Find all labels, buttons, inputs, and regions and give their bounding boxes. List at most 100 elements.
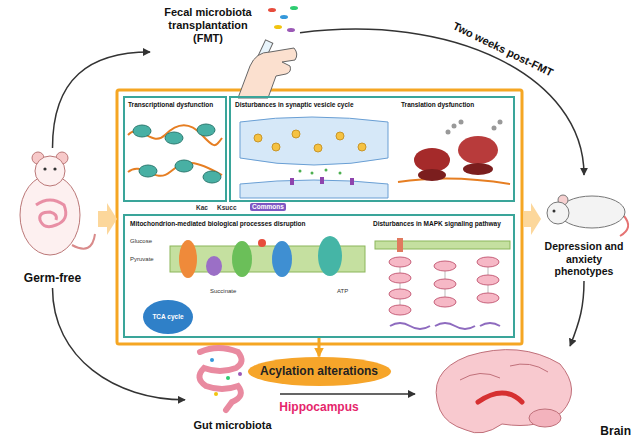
depressed-mouse-icon bbox=[547, 195, 628, 236]
brain-outline bbox=[436, 350, 571, 433]
acyl-type-label: Ksucc bbox=[217, 204, 237, 212]
flow-connector bbox=[280, 393, 415, 395]
peptide bbox=[446, 130, 451, 135]
kinase bbox=[434, 261, 456, 271]
brain-art bbox=[436, 350, 571, 433]
mouse-eye bbox=[43, 167, 46, 170]
bacterium bbox=[268, 8, 276, 12]
nucleosome bbox=[203, 171, 221, 183]
translation-art bbox=[398, 120, 510, 185]
microbe bbox=[210, 358, 214, 362]
mouse-eye bbox=[53, 167, 56, 170]
ribosome bbox=[418, 169, 446, 181]
vesicle bbox=[292, 130, 300, 138]
vesicle bbox=[254, 134, 262, 142]
node-text: Disturbances in MAPK signaling pathway bbox=[373, 220, 511, 228]
germ-free-mouse: Germ-free bbox=[5, 148, 100, 288]
presynaptic-terminal bbox=[240, 117, 388, 165]
mapk-art bbox=[375, 238, 510, 329]
vesicle bbox=[272, 143, 280, 151]
node-text: Translation dysfunction bbox=[401, 101, 511, 109]
ribosome bbox=[458, 136, 498, 164]
synapse-translation-panel: Disturbances in synaptic vesicle cycle Tr… bbox=[229, 96, 515, 202]
node-text: TCA cycle bbox=[152, 313, 183, 321]
ribosome bbox=[414, 148, 450, 172]
complex bbox=[232, 241, 252, 277]
edge-label: Two weeks post-FMT bbox=[449, 18, 557, 80]
node-text: Gut microbiota bbox=[188, 419, 277, 432]
dna bbox=[390, 323, 500, 329]
peptide bbox=[492, 126, 497, 131]
nucleosome bbox=[139, 165, 157, 177]
node-text: Fecal microbiota transplantation (FMT) bbox=[152, 6, 264, 46]
kinase bbox=[389, 289, 411, 299]
bacterium bbox=[287, 28, 295, 32]
cerebellum bbox=[529, 409, 561, 427]
cell-membrane bbox=[375, 241, 510, 249]
intestine bbox=[199, 348, 241, 410]
flow-arrow bbox=[524, 203, 541, 235]
ribosome bbox=[463, 163, 493, 175]
kinase bbox=[477, 293, 499, 303]
complex bbox=[272, 241, 292, 277]
mouse-gut bbox=[36, 200, 66, 227]
vesicle bbox=[314, 144, 322, 152]
metabolite-label: Succinate bbox=[208, 288, 238, 295]
peptide bbox=[498, 120, 503, 125]
hand bbox=[238, 48, 297, 98]
receptor bbox=[350, 178, 354, 185]
neurotransmitter bbox=[299, 170, 302, 173]
mouse-head bbox=[547, 202, 569, 224]
node-text: Acylation alterations bbox=[260, 364, 378, 378]
microbe bbox=[214, 392, 218, 396]
metabolite-label: Glucose bbox=[128, 238, 154, 245]
region-label: Hippocampus bbox=[279, 400, 358, 414]
neurotransmitter bbox=[339, 172, 342, 175]
node-text: Brain bbox=[418, 424, 631, 438]
kinase bbox=[389, 273, 411, 283]
complex bbox=[179, 240, 197, 278]
postsynaptic-membrane bbox=[240, 180, 388, 198]
flow-connector bbox=[318, 338, 321, 357]
kinase bbox=[477, 257, 499, 267]
phenotype-mouse: Depression and anxiety phenotypes bbox=[532, 175, 636, 281]
atp-synthase bbox=[318, 236, 342, 276]
node-text: Germ-free bbox=[8, 271, 97, 285]
neurotransmitter bbox=[311, 172, 314, 175]
receptor bbox=[290, 178, 294, 185]
node-text: Transcriptional dysfunction bbox=[128, 101, 224, 109]
metabolite-label: Pyruvate bbox=[128, 256, 156, 263]
nucleosome bbox=[175, 160, 193, 172]
acylation-ellipse: Acylation alterations bbox=[248, 357, 391, 386]
nucleosome bbox=[133, 125, 151, 137]
receptor bbox=[397, 238, 403, 252]
kinase bbox=[477, 275, 499, 285]
acyl-type-label: Kac bbox=[196, 204, 208, 212]
synapse-art bbox=[240, 117, 388, 198]
bacterium bbox=[290, 6, 298, 10]
mouse-head bbox=[35, 156, 65, 186]
gut-art bbox=[199, 348, 242, 410]
node-text: Depression and anxiety phenotypes bbox=[535, 240, 633, 278]
microbe bbox=[238, 372, 242, 376]
bacterium bbox=[280, 15, 288, 19]
complex bbox=[206, 256, 222, 276]
mouse-body bbox=[20, 175, 80, 255]
tca-circle: TCA cycle bbox=[143, 300, 193, 334]
kinase bbox=[434, 297, 456, 307]
metabolite-label: ATP bbox=[335, 288, 350, 295]
kinase bbox=[434, 279, 456, 289]
bacterium bbox=[274, 25, 282, 29]
mouse-eye bbox=[553, 210, 556, 213]
peptide bbox=[452, 124, 457, 129]
receptor bbox=[320, 177, 324, 184]
mito-mapk-panel: Mitochondrion-mediated biological proces… bbox=[123, 214, 515, 338]
kinase bbox=[389, 305, 411, 315]
mrna bbox=[398, 178, 510, 184]
gut-microbiota: Gut microbiota bbox=[185, 340, 280, 435]
findings-frame bbox=[117, 90, 522, 344]
peptide bbox=[459, 120, 464, 125]
flow-connector bbox=[53, 52, 151, 148]
node-text: Disturbances in synaptic vesicle cycle bbox=[235, 101, 385, 109]
